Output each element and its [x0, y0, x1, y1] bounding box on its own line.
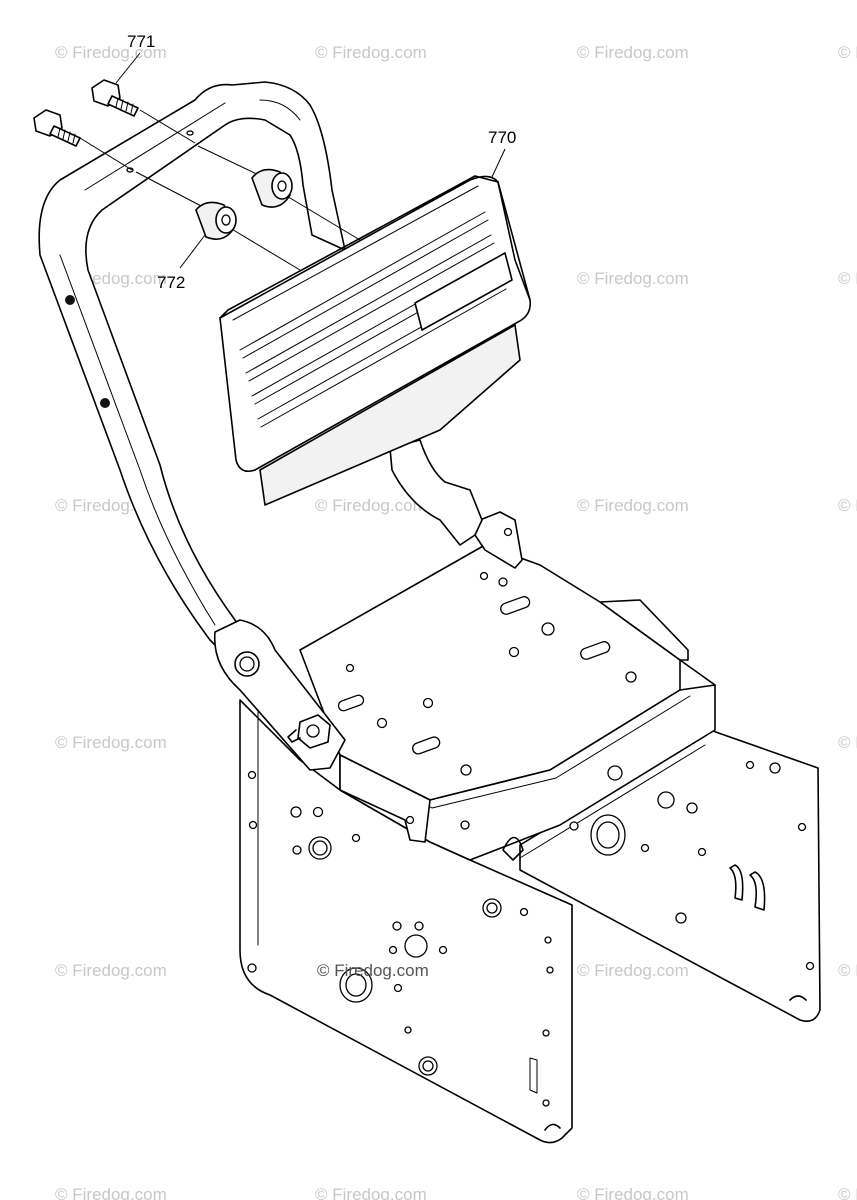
plate-hole — [640, 843, 650, 853]
slot — [580, 641, 611, 660]
plate-hole — [675, 912, 687, 924]
plate-hole — [393, 983, 403, 993]
plate-hole — [392, 921, 402, 931]
flange-hole — [460, 820, 470, 830]
plate-hole-large — [404, 934, 428, 958]
callouts: 771 770 772 — [115, 32, 516, 292]
watermark-text: © Firedog.com — [577, 1185, 689, 1200]
plate-hole — [292, 845, 302, 855]
plate-hole — [769, 762, 781, 774]
flange-hole — [607, 765, 623, 781]
flange-hole — [405, 815, 415, 825]
watermark-text: © Firedog.com — [577, 43, 689, 62]
plate-hole — [697, 847, 707, 857]
plate-hole — [248, 820, 258, 830]
seat-pad — [219, 175, 532, 506]
watermark-text: © Firedog.com — [577, 496, 689, 515]
watermark-text: © Firedog.com — [315, 43, 427, 62]
callout-772: 772 — [157, 273, 185, 292]
watermark-text: © Firedog.com — [315, 496, 427, 515]
frame-hole — [186, 130, 194, 136]
spacer-772-upper — [251, 168, 293, 208]
watermark-text: © Firedog.com — [55, 733, 167, 752]
base-platform — [299, 511, 716, 861]
slot — [500, 596, 531, 615]
tab-hole — [503, 527, 513, 537]
watermark-text: © Firedog.com — [838, 43, 857, 62]
watermark-text: © Firedog.com — [55, 43, 167, 62]
plate-hole — [247, 770, 257, 780]
plate-hole — [542, 1029, 550, 1037]
bolt-771-lower — [33, 109, 81, 147]
frame-hole — [65, 295, 75, 305]
callout-770: 770 — [488, 128, 516, 147]
platform-hole — [625, 671, 637, 683]
plate-hole — [404, 1026, 412, 1034]
plate-hole — [438, 945, 448, 955]
frame-hole — [126, 167, 134, 173]
plate-hole — [544, 936, 552, 944]
plate-hole — [247, 963, 257, 973]
plate-hole — [486, 902, 498, 914]
watermark-text: © Firedog.com — [315, 1185, 427, 1200]
slot — [412, 736, 441, 755]
plate-hole — [569, 821, 579, 831]
plate-hole — [312, 806, 324, 818]
fasteners — [33, 79, 361, 271]
left-side-plate — [239, 699, 573, 1144]
plate-hole — [805, 961, 815, 971]
platform-hole — [541, 622, 555, 636]
watermark-text: © Firedog.com — [55, 961, 167, 980]
platform-hole — [422, 697, 434, 709]
platform-hole — [460, 764, 472, 776]
plate-hole — [542, 1099, 550, 1107]
plate-hole — [519, 907, 529, 917]
nut-hole — [306, 724, 320, 738]
plate-hole — [657, 791, 675, 809]
watermark-text: © Firedog.com — [838, 1185, 857, 1200]
seat-frame — [38, 81, 483, 771]
bolt-771-upper — [91, 79, 139, 117]
platform-hole — [376, 717, 388, 729]
plate-hole — [414, 921, 424, 931]
plate-hole-large — [345, 973, 367, 997]
watermark-text: © Firedog.com — [838, 269, 857, 288]
frame-hole — [100, 398, 110, 408]
callout-771: 771 — [127, 32, 155, 51]
plate-hole — [686, 802, 698, 814]
watermark-text: © Firedog.com — [55, 1185, 167, 1200]
platform-hole — [508, 646, 520, 658]
platform-hole — [498, 577, 508, 587]
plate-hole-large — [596, 821, 620, 849]
plate-hole — [290, 806, 302, 818]
watermark-center: © Firedog.com — [317, 961, 429, 980]
plate-hole — [422, 1060, 434, 1072]
plate-hole — [745, 760, 755, 770]
pivot-bolt — [239, 656, 255, 672]
plate-hole-large — [312, 840, 328, 856]
slot — [337, 694, 365, 712]
watermark-text: © Firedog.com — [577, 961, 689, 980]
plate-hole — [546, 966, 554, 974]
watermark-text: © Firedog.com — [577, 269, 689, 288]
watermark-text: © Firedog.com — [838, 496, 857, 515]
watermark-text: © Firedog.com — [838, 733, 857, 752]
plate-hole — [797, 822, 807, 832]
platform-hole — [479, 571, 489, 581]
platform-hole — [345, 663, 355, 673]
plate-hole — [388, 945, 398, 955]
watermark-text: © Firedog.com — [838, 961, 857, 980]
plate-hole — [351, 833, 361, 843]
spacer-772-lower — [195, 201, 237, 240]
